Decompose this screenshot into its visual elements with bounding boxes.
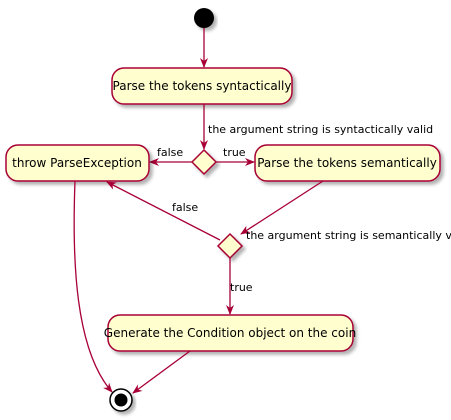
edge-label-syntactic-false: false (157, 146, 183, 159)
decision-syntactic-condition-label: the argument string is syntactically val… (208, 123, 433, 136)
edge-parse-semantic-to-decision (240, 180, 324, 235)
activity-generate-condition-label: Generate the Condition object on the coi… (104, 326, 356, 340)
activity-throw-parse-exception: throw ParseException (5, 144, 150, 182)
edge-generate-to-end (132, 350, 191, 394)
activity-parse-syntactically-label: Parse the tokens syntactically (113, 79, 292, 93)
activity-parse-semantically: Parse the tokens semantically (254, 144, 441, 182)
edge-semantic-false (106, 181, 221, 241)
activity-parse-semantically-label: Parse the tokens semantically (257, 156, 437, 170)
end-node (109, 388, 133, 412)
edge-label-semantic-false: false (172, 201, 198, 214)
edge-label-semantic-true: true (230, 281, 253, 294)
activity-generate-condition: Generate the Condition object on the coi… (104, 314, 356, 352)
edge-throw-to-end (73, 180, 113, 393)
activity-throw-parse-exception-label: throw ParseException (12, 156, 142, 170)
decision-syntactic (190, 148, 218, 176)
activity-parse-syntactically: Parse the tokens syntactically (111, 67, 293, 105)
edge-label-syntactic-true: true (223, 146, 246, 159)
decision-semantic (216, 232, 244, 260)
decision-semantic-condition-label: the argument string is semantically vali… (246, 229, 451, 242)
start-node (194, 8, 214, 28)
